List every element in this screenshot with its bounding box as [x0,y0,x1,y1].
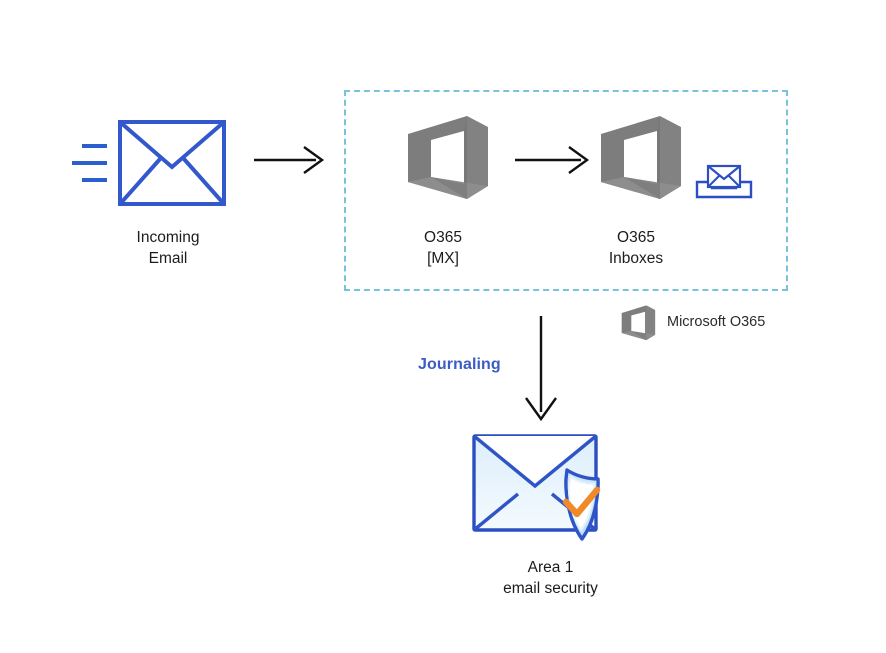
envelope-icon [118,120,226,206]
legend-microsoft-o365-label: Microsoft O365 [667,314,766,330]
o365-inboxes-label: O365 Inboxes [608,229,664,267]
motion-lines-icon [72,144,107,182]
office-365-logo-icon [601,116,681,199]
o365-mx-label: O365 [MX] [424,229,462,267]
arrow-incoming-to-o365-mx [254,146,325,174]
journaling-edge-label: Journaling [418,356,501,373]
incoming-email-label: Incoming Email [136,229,200,267]
arrow-o365-mx-to-inboxes [515,146,590,174]
secure-email-shield-icon [472,434,601,541]
office-365-logo-icon [408,116,488,199]
inbox-tray-envelope-icon [695,164,753,199]
microsoft-o365-boundary-box [344,90,788,291]
arrow-inboxes-to-area1 [525,316,557,422]
area1-email-security-label: Area 1 email security [503,559,598,597]
office-365-logo-icon [621,305,656,341]
